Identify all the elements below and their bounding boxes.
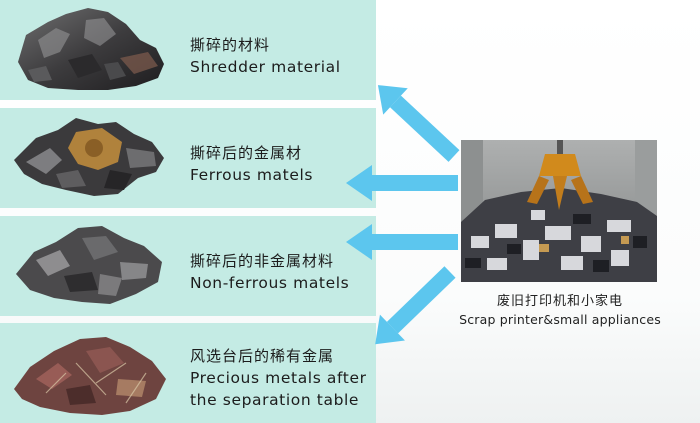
non-ferrous-image xyxy=(16,226,162,304)
ferrous-en: Ferrous matels xyxy=(190,166,314,184)
precious-metals-label: 风选台后的稀有金属 Precious metals after the sepa… xyxy=(190,345,367,411)
precious-metals-en-2: the separation table xyxy=(190,391,360,409)
arrow-to-non-ferrous-icon xyxy=(346,224,458,260)
source-caption: 废旧打印机和小家电 Scrap printer&small appliances xyxy=(455,293,665,329)
panel-shredder-material: 撕碎的材料 Shredder material xyxy=(0,0,376,100)
precious-metals-zh: 风选台后的稀有金属 xyxy=(190,347,335,365)
non-ferrous-zh: 撕碎后的非金属材料 xyxy=(190,252,335,270)
non-ferrous-en: Non-ferrous matels xyxy=(190,274,350,292)
arrow-to-shredder-material-icon xyxy=(377,85,460,162)
panel-non-ferrous: 撕碎后的非金属材料 Non-ferrous matels xyxy=(0,216,376,316)
non-ferrous-label: 撕碎后的非金属材料 Non-ferrous matels xyxy=(190,250,349,294)
panel-ferrous: 撕碎后的金属材 Ferrous matels xyxy=(0,108,376,208)
precious-metals-image xyxy=(14,337,166,415)
panel-precious-metals: 风选台后的稀有金属 Precious metals after the sepa… xyxy=(0,323,376,423)
ferrous-label: 撕碎后的金属材 Ferrous matels xyxy=(190,142,313,186)
shredder-material-image xyxy=(18,8,164,90)
scrap-appliances-photo xyxy=(461,140,657,282)
shredder-material-en: Shredder material xyxy=(190,58,341,76)
source-caption-en: Scrap printer&small appliances xyxy=(459,312,661,327)
precious-metals-en-1: Precious metals after xyxy=(190,369,367,387)
ferrous-zh: 撕碎后的金属材 xyxy=(190,144,303,162)
ferrous-metal-image xyxy=(14,118,164,196)
arrow-to-precious-metals-icon xyxy=(375,266,456,345)
source-caption-zh: 废旧打印机和小家电 xyxy=(496,294,623,309)
arrow-to-ferrous-icon xyxy=(346,165,458,201)
shredder-material-zh: 撕碎的材料 xyxy=(190,36,271,54)
shredder-material-label: 撕碎的材料 Shredder material xyxy=(190,34,341,78)
